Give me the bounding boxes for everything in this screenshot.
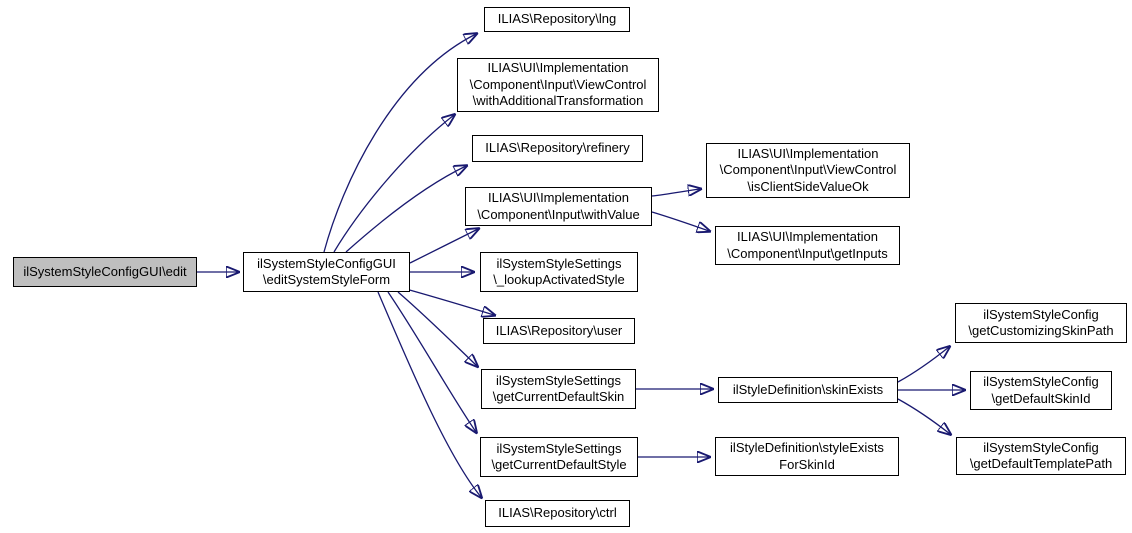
node-lookupActivatedStyle-label-line2: \_lookupActivatedStyle	[493, 272, 625, 287]
node-ctrl[interactable]: ILIAS\Repository\ctrl	[485, 500, 630, 527]
node-getCurrentDefaultStyle-label-line2: \getCurrentDefaultStyle	[491, 457, 627, 472]
node-skinExists[interactable]: ilStyleDefinition\skinExists	[718, 377, 898, 403]
edge-editSystemStyleForm-user	[405, 288, 494, 315]
node-edit: ilSystemStyleConfigGUI\edit	[13, 257, 197, 287]
edge-editSystemStyleForm-withAdditionalTransformation	[333, 115, 454, 253]
node-user-label: ILIAS\Repository\user	[495, 322, 623, 338]
node-isClientSideValueOk-label-line3: \isClientSideValueOk	[747, 178, 869, 194]
node-editSystemStyleForm-label-line2: \editSystemStyleForm	[262, 272, 391, 287]
node-editSystemStyleForm-label-line1: ilSystemStyleConfigGUI	[257, 255, 396, 271]
node-styleExistsForSkinId-label-line1: ilStyleDefinition\styleExists	[730, 440, 884, 455]
node-withValue-label-line2: \Component\Input\withValue	[477, 206, 640, 222]
node-withValue[interactable]: ILIAS\UI\Implementation \Component\Input…	[465, 187, 652, 226]
node-user[interactable]: ILIAS\Repository\user	[483, 318, 635, 344]
edge-editSystemStyleForm-refinery	[345, 166, 466, 253]
node-withAdditionalTransformation-label-line1: ILIAS\UI\Implementation	[487, 60, 629, 76]
node-withAdditionalTransformation-label-line3: \withAdditionalTransformation	[472, 93, 644, 109]
node-getDefaultSkinId[interactable]: ilSystemStyleConfig \getDefaultSkinId	[970, 371, 1112, 410]
edge-editSystemStyleForm-withValue	[409, 229, 478, 264]
node-lng-label: ILIAS\Repository\lng	[497, 11, 617, 27]
node-refinery-label: ILIAS\Repository\refinery	[485, 140, 630, 156]
node-getCurrentDefaultSkin-label-line1: ilSystemStyleSettings	[496, 372, 621, 388]
node-getDefaultTemplatePath[interactable]: ilSystemStyleConfig \getDefaultTemplateP…	[956, 437, 1126, 475]
node-editSystemStyleForm[interactable]: ilSystemStyleConfigGUI \editSystemStyleF…	[243, 252, 410, 292]
node-getInputs[interactable]: ILIAS\UI\Implementation \Component\Input…	[715, 226, 900, 265]
edge-skinExists-getDefaultTemplatePath	[897, 398, 950, 434]
edge-skinExists-getCustomizingSkinPath	[897, 347, 949, 383]
node-skinExists-label: ilStyleDefinition\skinExists	[732, 381, 884, 397]
node-getCurrentDefaultSkin-label-line2: \getCurrentDefaultSkin	[492, 389, 625, 404]
node-withAdditionalTransformation-label-line2: \Component\Input\ViewControl	[469, 76, 647, 92]
node-edit-label: ilSystemStyleConfigGUI\edit	[23, 263, 187, 279]
node-ctrl-label: ILIAS\Repository\ctrl	[498, 505, 617, 521]
edge-withValue-isClientSideValueOk	[651, 189, 700, 197]
edge-withValue-getInputs	[651, 211, 709, 231]
node-getInputs-label-line2: \Component\Input\getInputs	[727, 245, 888, 261]
node-getDefaultTemplatePath-label-line1: ilSystemStyleConfig	[983, 439, 1099, 455]
node-getCustomizingSkinPath[interactable]: ilSystemStyleConfig \getCustomizingSkinP…	[955, 303, 1127, 343]
node-lng[interactable]: ILIAS\Repository\lng	[484, 7, 630, 32]
edge-editSystemStyleForm-ctrl	[377, 291, 481, 497]
node-getCurrentDefaultSkin[interactable]: ilSystemStyleSettings \getCurrentDefault…	[481, 369, 636, 409]
node-getCurrentDefaultStyle-label-line1: ilSystemStyleSettings	[496, 440, 622, 456]
node-lookupActivatedStyle-label-line1: ilSystemStyleSettings	[496, 255, 622, 271]
node-isClientSideValueOk-label-line1: ILIAS\UI\Implementation	[737, 145, 879, 161]
edge-editSystemStyleForm-getCurrentDefaultStyle	[387, 291, 476, 432]
node-getDefaultSkinId-label-line1: ilSystemStyleConfig	[983, 374, 1099, 389]
edge-editSystemStyleForm-lng	[323, 34, 476, 253]
node-isClientSideValueOk-label-line2: \Component\Input\ViewControl	[719, 162, 897, 178]
node-refinery[interactable]: ILIAS\Repository\refinery	[472, 135, 643, 162]
node-styleExistsForSkinId-label-line2: ForSkinId	[779, 456, 835, 472]
node-getCustomizingSkinPath-label-line2: \getCustomizingSkinPath	[968, 323, 1114, 338]
node-withValue-label-line1: ILIAS\UI\Implementation	[488, 190, 629, 205]
node-styleExistsForSkinId[interactable]: ilStyleDefinition\styleExists ForSkinId	[715, 437, 899, 476]
node-getDefaultSkinId-label-line2: \getDefaultSkinId	[991, 390, 1091, 406]
node-getDefaultTemplatePath-label-line2: \getDefaultTemplatePath	[969, 456, 1113, 471]
edge-editSystemStyleForm-getCurrentDefaultSkin	[397, 291, 477, 366]
node-lookupActivatedStyle[interactable]: ilSystemStyleSettings \_lookupActivatedS…	[480, 252, 638, 292]
node-getInputs-label-line1: ILIAS\UI\Implementation	[737, 229, 878, 244]
node-isClientSideValueOk[interactable]: ILIAS\UI\Implementation \Component\Input…	[706, 143, 910, 198]
node-getCustomizingSkinPath-label-line1: ilSystemStyleConfig	[983, 306, 1099, 322]
node-getCurrentDefaultStyle[interactable]: ilSystemStyleSettings \getCurrentDefault…	[480, 437, 638, 477]
node-withAdditionalTransformation[interactable]: ILIAS\UI\Implementation \Component\Input…	[457, 58, 659, 112]
